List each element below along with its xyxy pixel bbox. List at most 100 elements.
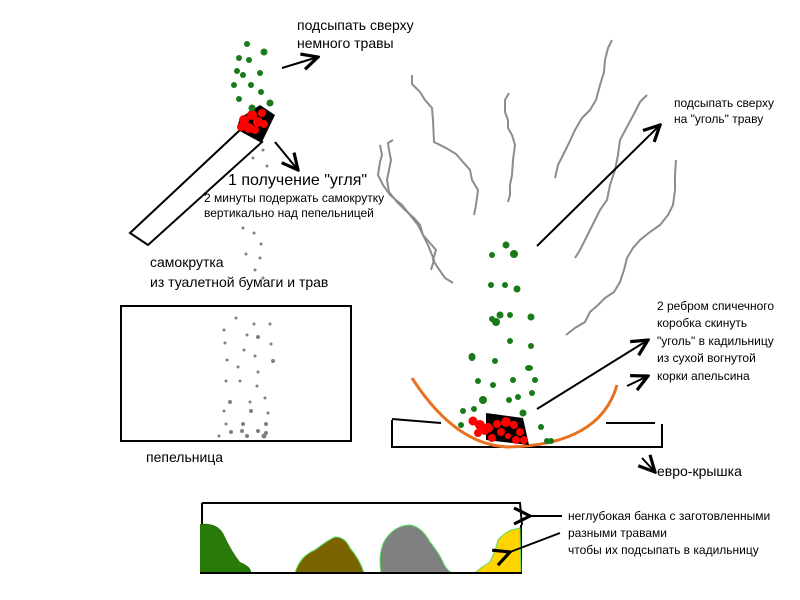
ember-dot xyxy=(520,436,528,444)
ember-dot xyxy=(501,417,511,427)
label-line: неглубокая банка с заготовленными xyxy=(568,509,771,523)
ash-dot xyxy=(256,429,260,433)
cigarette-embers xyxy=(237,109,268,134)
herb-dot xyxy=(527,313,535,321)
orange-peel-censer xyxy=(410,377,619,449)
ember-dot xyxy=(512,436,520,444)
herb-dot xyxy=(475,378,481,384)
ember-dot xyxy=(468,416,478,426)
herb-dot xyxy=(260,48,268,56)
herb-dot xyxy=(538,424,544,430)
label-line: немного травы xyxy=(297,34,394,51)
herb-dot xyxy=(502,282,508,288)
ember-dot xyxy=(497,428,505,436)
herb-dot xyxy=(460,408,466,414)
herb-dot xyxy=(515,394,521,400)
censer-herb-dots xyxy=(458,241,554,444)
ash-dot xyxy=(251,156,255,160)
herb-dot xyxy=(490,382,496,388)
ash-dot xyxy=(241,226,245,230)
ash-dot xyxy=(249,409,253,413)
label-line: корки апельсина xyxy=(657,368,750,383)
ash-dot xyxy=(256,370,260,374)
label-right-herbs: подсыпать сверху на "уголь" траву xyxy=(674,95,774,127)
ash-dot xyxy=(222,328,226,332)
herb-dot xyxy=(506,397,512,403)
label-line: разными травами xyxy=(568,525,667,540)
ash-dot xyxy=(245,333,249,337)
ash-dot xyxy=(240,429,244,433)
ember-dot xyxy=(505,433,511,439)
herb-dot xyxy=(266,99,274,107)
ash-dot xyxy=(224,379,228,383)
ash-dot xyxy=(244,252,248,256)
arrow-top-herbs xyxy=(281,57,318,68)
ash-dot xyxy=(252,231,256,235)
herb-dot xyxy=(257,70,263,76)
label-line: коробка скинуть xyxy=(657,316,748,331)
ash-dot xyxy=(259,242,263,246)
label-line: подсыпать сверху xyxy=(297,17,414,33)
label-step1-title: 1 получение "угля" xyxy=(228,172,368,189)
herb-dot xyxy=(507,312,513,318)
label-line: на "уголь" траву xyxy=(674,112,764,127)
ash-dot xyxy=(261,276,265,280)
top-herb-dots xyxy=(231,41,274,112)
smoke-lines xyxy=(376,39,677,336)
ashtray-box xyxy=(120,305,352,442)
herb-dot xyxy=(519,409,527,417)
label-line: вертикально над пепельницей xyxy=(204,206,374,220)
ash-dot xyxy=(255,384,259,388)
arrow-jar-herbs xyxy=(510,532,561,552)
label-line: 2 минуты подержать самокрутку xyxy=(204,191,385,205)
herb-dot xyxy=(502,241,510,249)
jar-herb-green xyxy=(200,523,252,573)
ash-dot xyxy=(265,164,269,168)
herb-dot xyxy=(496,311,504,319)
herb-dot xyxy=(513,285,521,293)
herb-dot xyxy=(510,250,518,258)
herb-dot xyxy=(507,338,513,344)
herb-dot xyxy=(231,82,237,88)
herb-dot xyxy=(258,89,264,95)
ember-dot xyxy=(237,123,245,131)
jar-herb-gray xyxy=(379,524,453,574)
herb-dot xyxy=(244,41,250,47)
ember-dot xyxy=(260,120,268,128)
label-line: 2 ребром спичечного xyxy=(657,299,775,313)
ember-dot xyxy=(239,115,249,125)
herb-dot xyxy=(240,72,246,78)
label-jar: неглубокая банка с заготовленными разным… xyxy=(568,508,770,558)
ash-dot xyxy=(234,316,238,320)
herb-dot xyxy=(488,282,494,288)
label-line: из туалетной бумаги и трав xyxy=(150,273,329,290)
herb-dot xyxy=(532,377,538,383)
herb-dot xyxy=(489,252,495,258)
herb-dot xyxy=(529,390,535,396)
ash-dot xyxy=(261,148,265,152)
arrow-right-herbs xyxy=(536,125,660,247)
herb-dot xyxy=(246,57,252,63)
arrow-euro-lid xyxy=(642,458,655,472)
herb-dot xyxy=(248,104,256,112)
ash-dot xyxy=(245,434,249,438)
ash-dot xyxy=(268,322,272,326)
ash-dot xyxy=(269,342,273,346)
label-ashtray: пепельница xyxy=(146,449,224,465)
herb-dot xyxy=(468,353,476,361)
ember-dot xyxy=(247,110,257,120)
ash-dot xyxy=(222,409,226,413)
ash-dot xyxy=(242,348,246,352)
label-line: из сухой вогнутой xyxy=(657,351,756,366)
herb-jar xyxy=(200,502,523,574)
ember-dot xyxy=(481,427,489,435)
herb-dot xyxy=(236,55,242,61)
ember-dot xyxy=(493,420,501,428)
ash-dot xyxy=(263,396,267,400)
herb-dot xyxy=(248,82,254,88)
herb-dot xyxy=(548,438,554,444)
label-step2: 2 ребром спичечного коробка скинуть "уго… xyxy=(657,298,774,385)
ash-dot xyxy=(256,335,260,339)
label-roll: самокрутка из туалетной бумаги и трав xyxy=(150,253,328,292)
